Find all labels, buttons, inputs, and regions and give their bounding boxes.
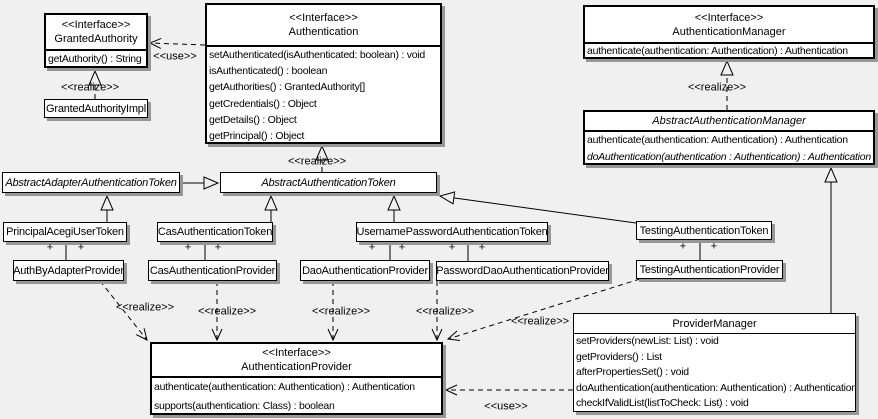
class-name: PasswordDaoAuthenticationProvider	[436, 265, 609, 277]
use-stereotype-label: <<use>>	[153, 50, 197, 63]
method: authenticate(authentication: Authenticat…	[587, 45, 848, 57]
association-plus: +	[214, 241, 222, 254]
method: getPrincipal() : Object	[209, 130, 305, 143]
class-box-provider-manager[interactable]: ProviderManager setProviders(newList: Li…	[573, 313, 856, 412]
association-plus: +	[679, 240, 687, 253]
method: getAuthority() : String	[48, 53, 142, 65]
realize-testing-provider	[446, 278, 641, 341]
class-name: AuthByAdapterProvider	[13, 264, 124, 277]
association-plus: +	[398, 241, 406, 254]
class-header: AbstractAuthenticationManager	[585, 112, 873, 130]
class-name: GrantedAuthority	[54, 33, 138, 45]
class-box-testing-authentication-provider[interactable]: TestingAuthenticationProvider	[636, 260, 783, 279]
method-compartment: setAuthenticated(isAuthenticated: boolea…	[207, 45, 440, 144]
class-name: CasAuthenticationProvider	[149, 264, 276, 277]
class-box-cas-authentication-token[interactable]: CasAuthenticationToken	[157, 222, 273, 242]
method: getProviders() : List	[576, 350, 662, 363]
realize-stereotype-label: <<realize>>	[60, 81, 120, 94]
class-box-abstract-authentication-token[interactable]: AbstractAuthenticationToken	[220, 172, 437, 193]
class-box-authentication-manager[interactable]: <<Interface>> AuthenticationManager auth…	[583, 5, 875, 59]
method: doAuthentication(authentication: Authent…	[576, 381, 855, 394]
association-plus: +	[710, 240, 718, 253]
association-plus: +	[46, 241, 54, 254]
class-header: <<Interface>> AuthenticationManager	[585, 7, 873, 42]
realize-stereotype-label: <<realize>>	[311, 305, 371, 318]
association-plus: +	[368, 241, 376, 254]
method: authenticate(authentication: Authenticat…	[154, 381, 415, 393]
method-compartment: authenticate(authentication: Authenticat…	[152, 376, 441, 415]
association-plus: +	[184, 241, 192, 254]
method-compartment: authenticate(authentication: Authenticat…	[585, 130, 873, 165]
realize-stereotype-label: <<realize>>	[415, 305, 475, 318]
class-name: AbstractAdapterAuthenticationToken	[5, 176, 177, 189]
realize-stereotype-label: <<realize>>	[197, 305, 257, 318]
class-name: AbstractAuthenticationManager	[652, 115, 806, 127]
class-header: <<Interface>> AuthenticationProvider	[152, 344, 441, 376]
association-plus: +	[478, 241, 486, 254]
stereotype-text: <<Interface>>	[61, 19, 131, 31]
class-box-granted-authority[interactable]: <<Interface>> GrantedAuthority getAuthor…	[44, 13, 148, 68]
association-plus: +	[77, 241, 85, 254]
realize-stereotype-label: <<realize>>	[287, 155, 347, 168]
use-stereotype-label: <<use>>	[484, 400, 528, 413]
method: setAuthenticated(isAuthenticated: boolea…	[209, 49, 425, 61]
class-box-dao-authentication-provider[interactable]: DaoAuthenticationProvider	[300, 260, 430, 281]
class-box-authentication[interactable]: <<Interface>> Authentication setAuthenti…	[205, 3, 442, 144]
class-header: <<Interface>> GrantedAuthority	[46, 15, 146, 49]
class-box-abstract-adapter-authentication-token[interactable]: AbstractAdapterAuthenticationToken	[2, 172, 180, 193]
method: supports(authentication: Class) : boolea…	[154, 399, 335, 412]
method: checkIfValidList(listToCheck: List) : vo…	[576, 397, 749, 410]
class-name: AbstractAuthenticationToken	[261, 176, 396, 189]
class-header: ProviderManager	[574, 314, 855, 333]
method-compartment: authenticate(authentication: Authenticat…	[585, 42, 873, 58]
class-box-cas-authentication-provider[interactable]: CasAuthenticationProvider	[148, 260, 277, 281]
method: setProviders(newList: List) : void	[576, 335, 719, 347]
method: getAuthorities() : GrantedAuthority[]	[209, 81, 365, 94]
method-compartment: getAuthority() : String	[46, 49, 146, 67]
class-header: <<Interface>> Authentication	[207, 5, 440, 45]
class-name: UsernamePasswordAuthenticationToken	[356, 226, 548, 238]
method: getDetails() : Object	[209, 113, 297, 126]
class-name: TestingAuthenticationToken	[639, 224, 769, 237]
class-box-username-password-authentication-token[interactable]: UsernamePasswordAuthenticationToken	[356, 222, 548, 242]
method: getCredentials() : Object	[209, 97, 317, 110]
class-box-authentication-provider[interactable]: <<Interface>> AuthenticationProvider aut…	[150, 342, 443, 415]
class-box-granted-authority-impl[interactable]: GrantedAuthorityImpl	[44, 99, 148, 118]
class-name: Authentication	[288, 26, 359, 38]
class-name: PrincipalAcegiUserToken	[6, 226, 124, 238]
realize-stereotype-label: <<realize>>	[687, 81, 747, 94]
class-name: ProviderManager	[672, 317, 757, 330]
class-name: AuthenticationProvider	[241, 361, 352, 373]
class-box-abstract-authentication-manager[interactable]: AbstractAuthenticationManager authentica…	[583, 110, 875, 165]
generalization-testing-token-to-abstract-token	[440, 196, 637, 224]
class-name: DaoAuthenticationProvider	[302, 264, 428, 277]
class-name: CasAuthenticationToken	[157, 226, 273, 238]
association-plus: +	[448, 241, 456, 254]
method: authenticate(authentication: Authenticat…	[587, 134, 848, 146]
class-box-auth-by-adapter-provider[interactable]: AuthByAdapterProvider	[13, 260, 124, 281]
method-compartment: setProviders(newList: List) : void getPr…	[574, 333, 855, 412]
realize-stereotype-label: <<realize>>	[510, 315, 570, 328]
stereotype-text: <<Interface>>	[289, 12, 358, 24]
stereotype-text: <<Interface>>	[262, 347, 331, 359]
class-name: TestingAuthenticationProvider	[639, 263, 780, 276]
method: isAuthenticated() : boolean	[209, 65, 328, 78]
class-box-password-dao-authentication-provider[interactable]: PasswordDaoAuthenticationProvider	[436, 261, 609, 281]
method: afterPropertiesSet() : void	[576, 366, 689, 379]
use-authentication-to-granted-authority	[148, 37, 206, 49]
realize-authbyadapter-provider	[99, 280, 148, 341]
class-name: GrantedAuthorityImpl	[46, 102, 146, 115]
method-abstract: doAuthentication(authentication : Authen…	[587, 150, 871, 163]
class-name: AuthenticationManager	[672, 25, 786, 38]
realize-stereotype-label: <<realize>>	[115, 301, 175, 314]
class-box-principal-acegi-user-token[interactable]: PrincipalAcegiUserToken	[3, 222, 127, 242]
class-box-testing-authentication-token[interactable]: TestingAuthenticationToken	[636, 221, 772, 240]
stereotype-text: <<Interface>>	[694, 11, 764, 24]
